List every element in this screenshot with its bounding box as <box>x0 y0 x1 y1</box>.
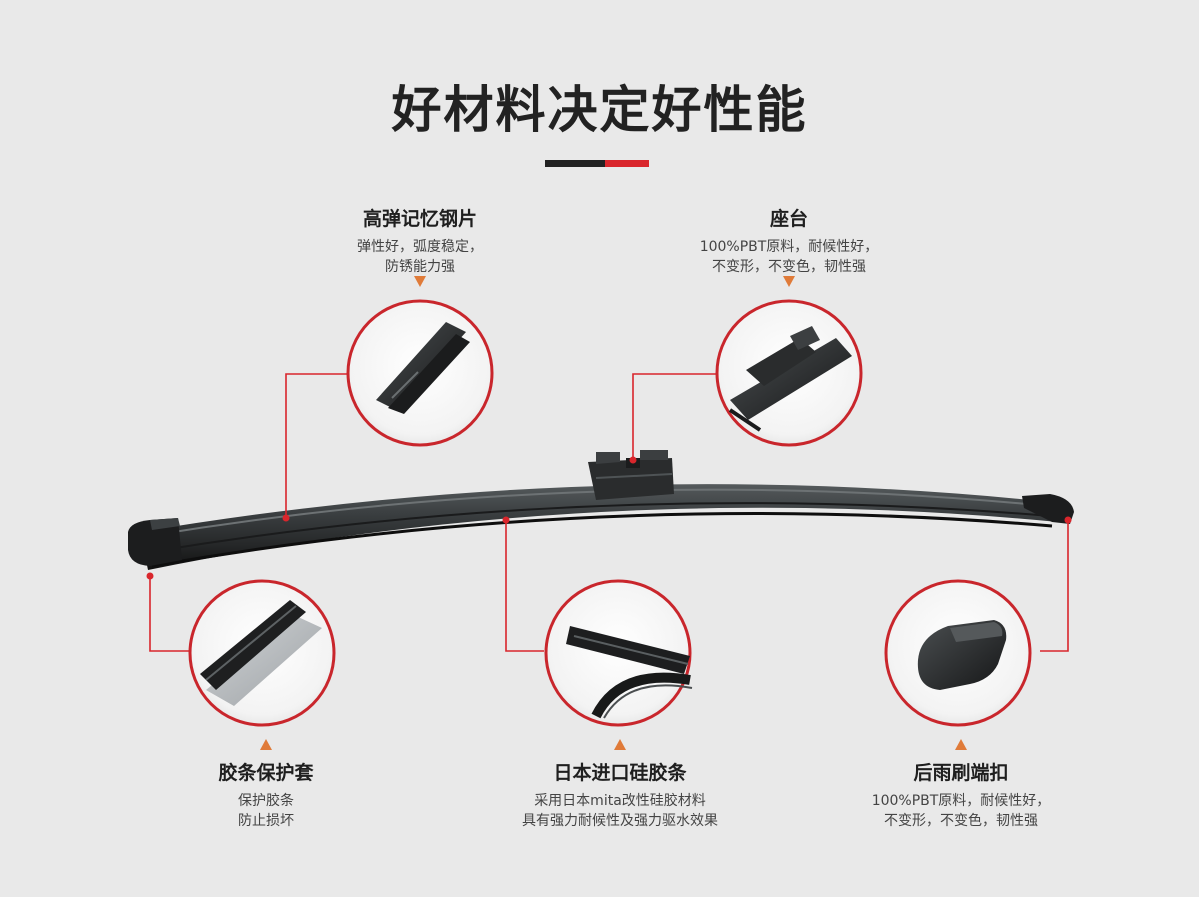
callout-arrows <box>260 276 967 750</box>
left-end-cap <box>128 518 182 566</box>
callout-description: 100%PBT原料，耐候性好， 不变形，不变色，韧性强 <box>871 793 1051 829</box>
callout-seat: 座台 100%PBT原料，耐候性好， 不变形，不变色，韧性强 <box>674 204 904 277</box>
page-title: 好材料决定好性能 <box>391 81 808 139</box>
detail-circle-rubber-cover <box>188 579 336 727</box>
callout-silicone-strip: 日本进口硅胶条 采用日本mita改性硅胶材料 具有强力耐候性及强力驱水效果 <box>490 758 750 831</box>
seat-adapter <box>588 450 674 500</box>
callout-title: 胶条保护套 <box>218 762 314 784</box>
callout-title: 高弹记忆钢片 <box>362 208 477 230</box>
callout-description: 100%PBT原料，耐候性好， 不变形，不变色，韧性强 <box>699 239 879 275</box>
callout-lines <box>149 373 1069 652</box>
callout-title: 座台 <box>769 208 808 230</box>
callout-description: 采用日本mita改性硅胶材料 具有强力耐候性及强力驱水效果 <box>522 793 718 829</box>
title-underline-black <box>545 160 605 167</box>
detail-circle-spring-steel <box>346 299 494 447</box>
callout-title: 日本进口硅胶条 <box>553 762 687 784</box>
detail-circle-seat <box>715 299 863 447</box>
callout-description: 弹性好，弧度稳定， 防锈能力强 <box>357 239 483 275</box>
callout-spring-steel: 高弹记忆钢片 弹性好，弧度稳定， 防锈能力强 <box>320 204 520 277</box>
callout-end-cap: 后雨刷端扣 100%PBT原料，耐候性好， 不变形，不变色，韧性强 <box>846 758 1076 831</box>
callout-dots <box>146 456 1072 580</box>
right-end-cap <box>1022 494 1074 524</box>
detail-circle-end-cap <box>884 579 1032 727</box>
title-underline-red <box>605 160 649 167</box>
wiper-blade <box>128 450 1074 570</box>
callout-title: 后雨刷端扣 <box>913 762 1009 784</box>
callout-rubber-cover: 胶条保护套 保护胶条 防止损坏 <box>166 758 366 831</box>
callout-description: 保护胶条 防止损坏 <box>238 793 294 829</box>
detail-circle-silicone-strip <box>544 579 693 727</box>
